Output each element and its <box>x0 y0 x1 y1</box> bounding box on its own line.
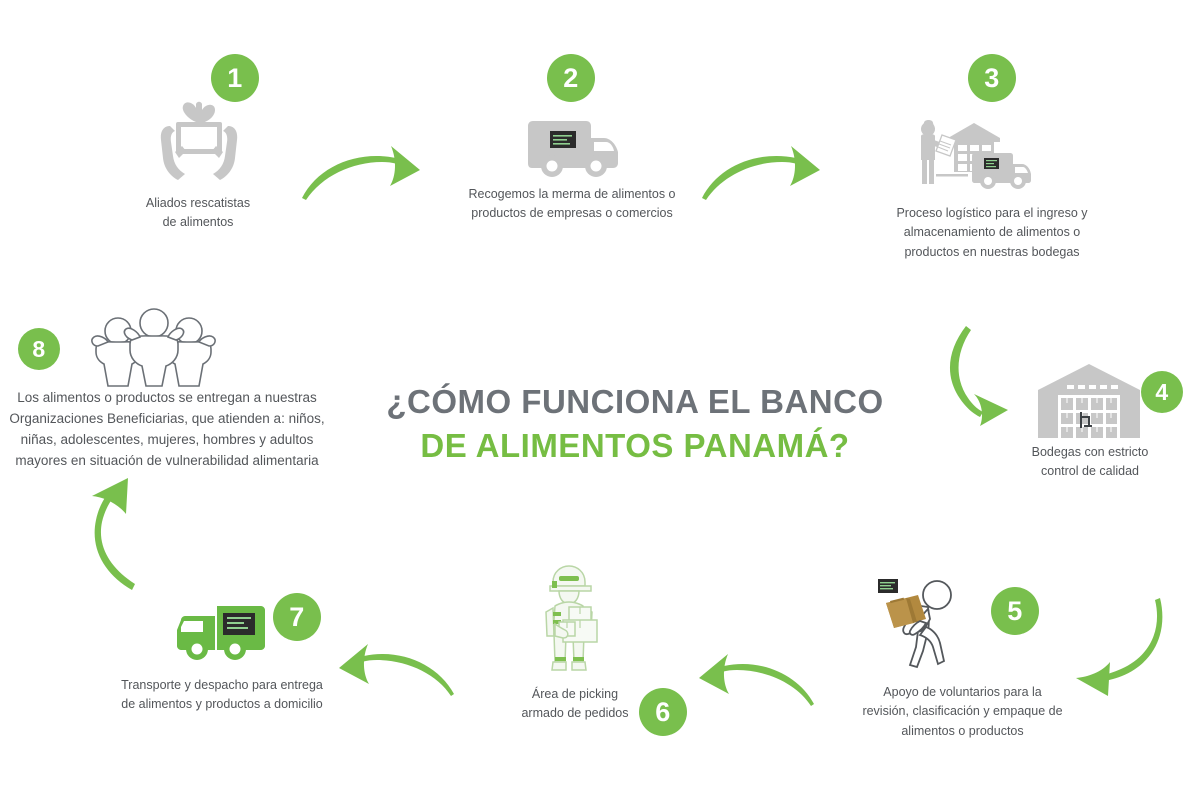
page-title-line2: DE ALIMENTOS PANAMÁ? <box>420 426 850 464</box>
step-4-caption: Bodegas con estricto control de calidad <box>1031 445 1149 479</box>
step-8-number-badge: 8 <box>18 328 60 370</box>
step-1-number: 1 <box>227 62 243 93</box>
arrow-step6-to-step7 <box>334 640 460 703</box>
step-3-caption: Proceso logístico para el ingreso y alma… <box>896 206 1088 259</box>
worker-warehouse-truck-icon <box>912 118 1040 195</box>
step-7-number-badge: 7 <box>273 593 321 641</box>
step-5-caption: Apoyo de voluntarios para la revisión, c… <box>862 685 1063 738</box>
step-5-number: 5 <box>1007 595 1023 626</box>
picker-worker-boxes-icon <box>533 562 615 685</box>
page-title: ¿CÓMO FUNCIONA EL BANCO DE ALIMENTOS PAN… <box>345 380 925 467</box>
arrow-step1-to-step2 <box>296 142 430 209</box>
step-2-caption: Recogemos la merma de alimentos o produc… <box>468 187 676 221</box>
step-4-number-badge: 4 <box>1141 371 1183 413</box>
step-5-number-badge: 5 <box>991 587 1039 635</box>
step-6-number: 6 <box>655 696 671 727</box>
green-delivery-truck-icon <box>173 602 269 669</box>
step-4-number: 4 <box>1155 378 1169 405</box>
arrow-step7-to-step8 <box>72 472 176 599</box>
arrow-step5-to-step6 <box>694 650 820 713</box>
volunteer-carrying-box-icon <box>870 575 982 676</box>
step-7-number: 7 <box>289 601 305 632</box>
arrow-step4-to-step5 <box>1056 592 1192 705</box>
three-people-group-icon <box>88 302 220 393</box>
arrow-step3-to-step4 <box>936 322 1048 433</box>
arrow-step2-to-step3 <box>696 142 830 209</box>
step-8-number: 8 <box>32 335 46 362</box>
step-3-number-badge: 3 <box>968 54 1016 102</box>
page-title-line1: ¿CÓMO FUNCIONA EL BANCO <box>386 383 884 420</box>
warehouse-shelves-icon <box>1034 362 1144 445</box>
step-3-number: 3 <box>984 62 1000 93</box>
delivery-van-icon <box>526 118 624 185</box>
step-2-number: 2 <box>563 62 579 93</box>
step-2-number-badge: 2 <box>547 54 595 102</box>
step-8-caption: Los alimentos o productos se entregan a … <box>9 390 325 468</box>
step-1-number-badge: 1 <box>211 54 259 102</box>
step-6-caption: Área de picking armado de pedidos <box>521 687 629 721</box>
step-1-caption: Aliados rescatistas de alimentos <box>145 196 251 230</box>
step-6-number-badge: 6 <box>639 688 687 736</box>
hands-holding-food-crate-icon <box>152 100 246 191</box>
step-7-caption: Transporte y despacho para entrega de al… <box>121 678 323 712</box>
